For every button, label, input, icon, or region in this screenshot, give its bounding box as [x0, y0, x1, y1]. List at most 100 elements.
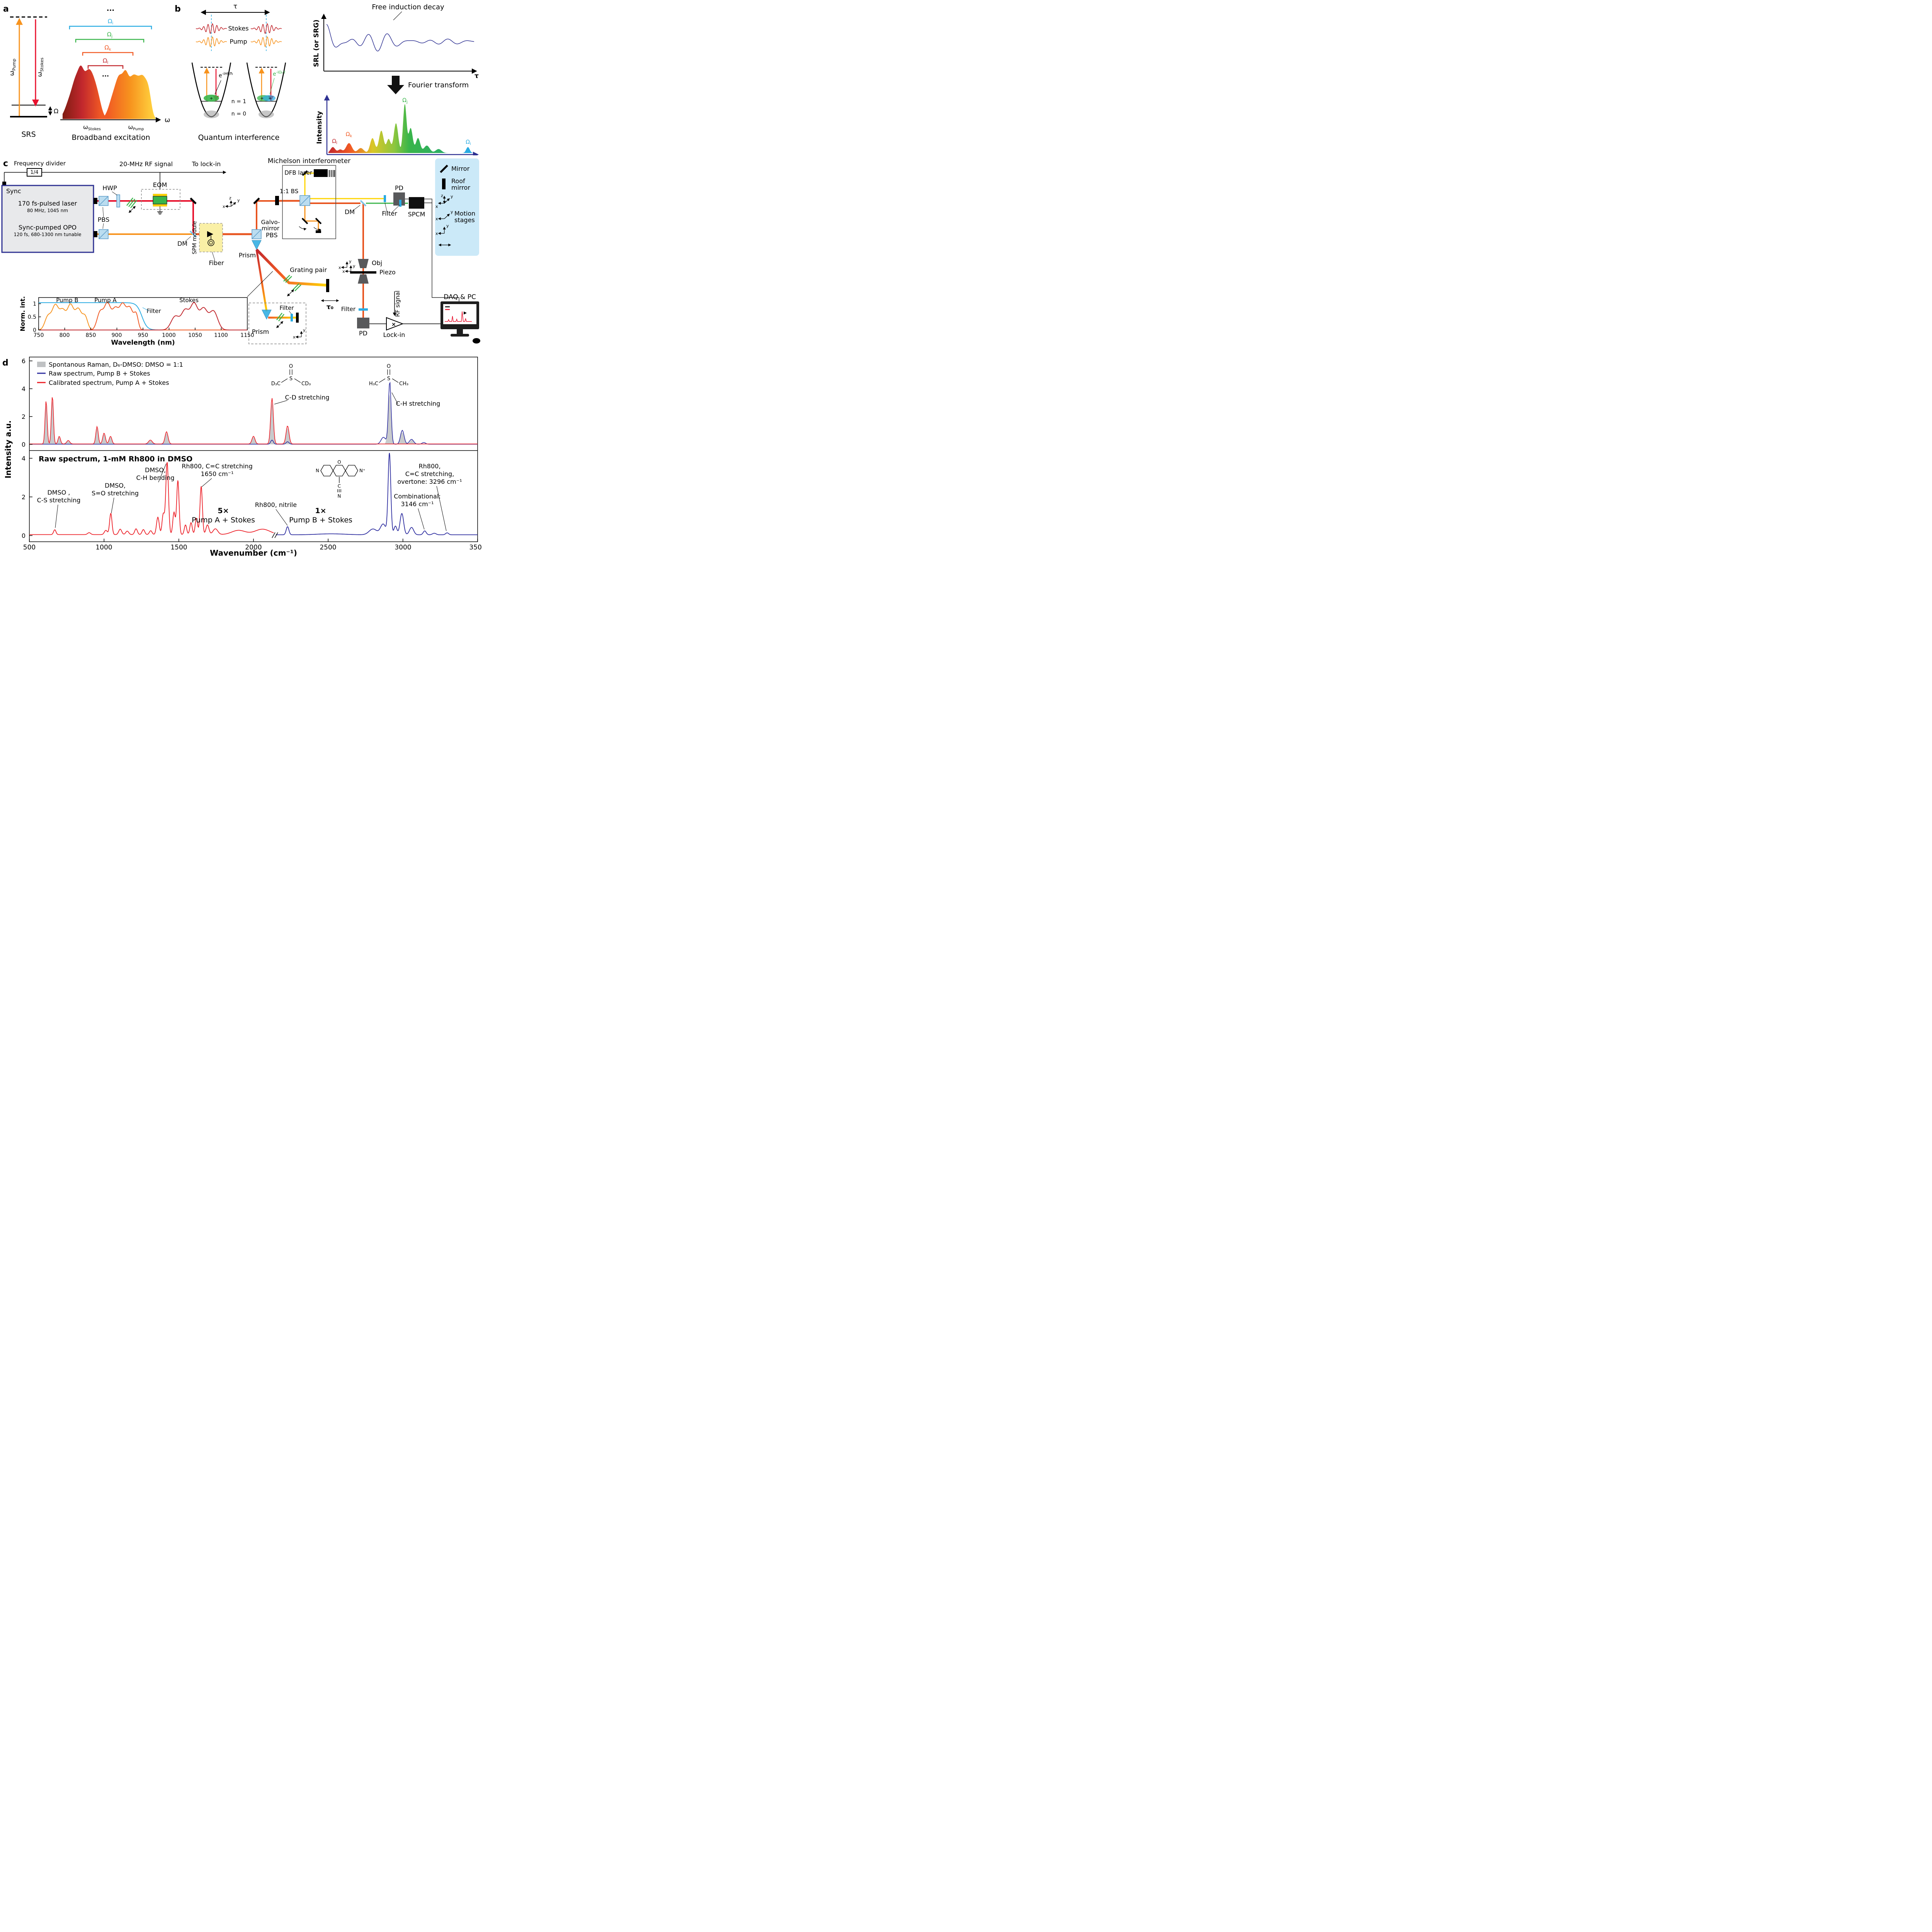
plus-sign-right-2: +: [268, 96, 272, 101]
group-cd3: CD₃: [301, 381, 311, 387]
inset-xtick: 1150: [240, 332, 254, 338]
dots-bottom: ...: [102, 71, 109, 78]
legend-roof-label-1: Roof: [451, 177, 465, 185]
frequency-divider-label: Frequency divider: [14, 160, 66, 167]
frequency-divider-ratio: 1/4: [31, 170, 39, 175]
roof-mirror: [275, 196, 279, 205]
axis-icon-objective: y x: [338, 259, 352, 270]
grating-icon-1a: [126, 197, 133, 206]
motion-stage-icon-2: y x: [435, 209, 453, 221]
filter-bottom-label: Filter: [279, 304, 294, 311]
inset-filter-label: Filter: [146, 308, 161, 315]
top-y-axis: 0 2 4 6: [22, 357, 32, 448]
nitrile-pointer: [276, 509, 288, 526]
legend-box: [435, 158, 479, 256]
legend-mirror-label: Mirror: [451, 165, 470, 172]
laser-output-port: [94, 198, 97, 204]
pump-b-stokes-label: Pump B + Stokes: [289, 516, 352, 524]
omega-gap-label: Ω: [54, 107, 58, 115]
inset-xtick: 1100: [214, 332, 228, 338]
lockin-label: Lock-in: [383, 331, 405, 338]
bottom-title: Raw spectrum, 1-mM Rh800 in DMSO: [39, 455, 192, 463]
pbs-pointer-2: [102, 223, 104, 229]
michelson-interferometer: Michelson interferometer DFB laser 1:1 B…: [261, 157, 350, 239]
dispersed-beam-prism2: [255, 249, 268, 312]
rf-signal-vertical-label: RF signal: [394, 291, 401, 317]
atom-s: S: [289, 376, 293, 382]
overtone-pointer: [436, 486, 447, 531]
atom-o: O: [289, 364, 293, 369]
rh800-structure: O N N⁺ C N: [316, 459, 365, 499]
inset-pointer-line: [247, 271, 273, 297]
mirror-icon: [440, 165, 448, 173]
pd-2-box: [357, 318, 369, 328]
axis-z-label: z: [441, 193, 443, 198]
dm-2-label: DM: [345, 208, 355, 216]
pump-pulse-2: [250, 36, 282, 47]
axis-icon-prism2: y x: [293, 328, 306, 340]
bracket-omega-j-label: Ωj: [107, 31, 112, 39]
legend-entry-red: Calibrated spectrum, Pump A + Stokes: [49, 379, 169, 386]
pump-spectrum-blob: [63, 70, 155, 119]
monitor-screen: [443, 304, 476, 324]
raw-spectrum-curve: [29, 381, 478, 445]
exp-ht-label: e-iHt/ħ: [219, 72, 233, 79]
inset-ytick-0: 0: [33, 327, 36, 333]
bracket-omega-i: [69, 26, 152, 29]
michelson-box: [282, 165, 336, 239]
prism-1: [252, 240, 262, 250]
panel-c-label: c: [3, 159, 8, 168]
mirror-bottom: [296, 313, 299, 323]
fourier-transform-arrow: Fourier transform: [387, 76, 469, 94]
rf-distribution: 1/4 Frequency divider 20-MHz RF signal T…: [2, 160, 226, 189]
figure: a ωPump ωStokes Ω SRS ... Ωi Ωj Ωk Ωl ..…: [0, 0, 481, 556]
piezo-stage: [350, 271, 376, 274]
inset-ytick-1: 1: [33, 301, 36, 307]
inset-stokes-label: Stokes: [179, 297, 199, 304]
axis-x-label: x: [342, 269, 345, 274]
axis-z-label: z: [229, 196, 231, 201]
filter-pointer-2: [391, 204, 400, 213]
xtick: 2000: [245, 544, 262, 551]
rh800-atom-n-right: N⁺: [359, 468, 365, 473]
h-dmso-structure: O S H₃C CH₃: [369, 364, 408, 387]
axis-y-label: y: [353, 264, 355, 269]
ytick: 2: [22, 493, 26, 501]
axis-y-label: y: [237, 198, 240, 203]
axis-x-label: x: [293, 335, 296, 340]
beam-paths: [97, 172, 408, 319]
dfb-fold-mirror: [302, 170, 308, 176]
ytick: 2: [22, 413, 26, 420]
legend-roof-label-2: mirror: [451, 184, 470, 191]
dm-2-plate: [360, 200, 367, 207]
axis-x-label: x: [435, 216, 438, 221]
ylabel: Intensity a.u.: [3, 420, 13, 478]
pd-2-label: PD: [359, 330, 367, 337]
ch-stretch-annotation: C-H stretching: [396, 400, 440, 407]
eom-electrode-top: [153, 194, 167, 196]
galvo-arc-1: [299, 226, 307, 231]
to-lockin-label: To lock-in: [192, 160, 221, 168]
cd-stretch-pointer: [274, 400, 288, 405]
so-annotation-2: S=O stretching: [92, 490, 139, 497]
five-x-label: 5×: [218, 507, 229, 515]
pbs-cube-1-diagonal: [99, 196, 109, 206]
peak-omega-k: Ωk: [346, 131, 352, 138]
rf-terminator: [2, 182, 6, 185]
prism-2-label: Prism: [252, 328, 269, 335]
ft-spectrum-curve: [328, 104, 475, 153]
rh800-atom-n: N: [338, 493, 341, 499]
xtick: 2500: [320, 544, 336, 551]
grating-pair-1b: [285, 276, 292, 283]
stokes-pulse-label: Stokes: [228, 25, 248, 32]
x-axis: 500 1000 1500 2000 2500 3000 3500 Wavenu…: [23, 539, 481, 556]
axis-x-label: x: [435, 204, 438, 209]
xtick: 3500: [469, 544, 481, 551]
rf-signal-label: 20-MHz RF signal: [119, 160, 173, 168]
spm-label: SPM module: [192, 221, 198, 254]
bracket-omega-l: [87, 65, 124, 69]
tau0-label: τ₀: [327, 303, 333, 311]
xlabel: Wavenumber (cm⁻¹): [210, 548, 297, 556]
dfb-laser-box: [314, 169, 328, 177]
quantum-interference-diagram: + + + e-iHt/ħ e-iΩₖτ n = 1 n = 0 Quantum…: [191, 62, 286, 142]
